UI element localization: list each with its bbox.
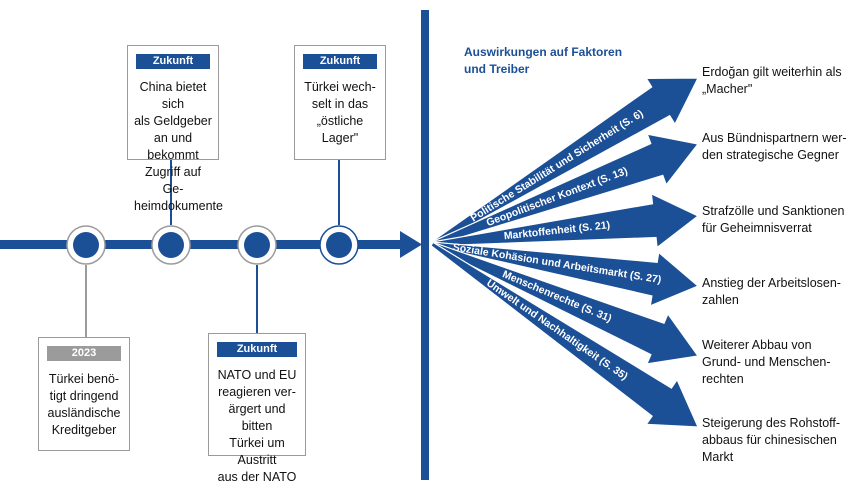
card-text: China bietet sich als Geldgeber an und b… <box>134 80 223 213</box>
outcome-4: Anstieg der Arbeitslosen- zahlen <box>702 276 841 307</box>
effects-title: Auswirkungen auf Faktoren und Treiber <box>464 45 623 76</box>
timeline-node-nato <box>237 225 277 265</box>
card-tag: Zukunft <box>136 52 210 69</box>
card-tag: Zukunft <box>217 340 297 357</box>
timeline-node-2023 <box>66 225 106 265</box>
factor-arrow-4 <box>431 241 700 307</box>
outcome-5: Weiterer Abbau von Grund- und Menschen- … <box>702 338 831 386</box>
card-text: Türkei wech- selt in das „östliche Lager… <box>304 80 376 145</box>
factor-arrow-6 <box>430 241 699 428</box>
card-nato: Zukunft NATO und EU reagieren ver- ärger… <box>208 333 306 484</box>
factor-arrows: Politische Stabilität und Sicherheit (S.… <box>430 77 700 428</box>
factor-arrow-5 <box>430 241 700 365</box>
card-lager: Zukunft Türkei wech- selt in das „östlic… <box>294 45 386 160</box>
card-tag: 2023 <box>47 344 121 361</box>
divider-line <box>421 10 429 480</box>
outcome-2: Aus Bündnispartnern wer- den strategisch… <box>702 131 847 162</box>
factor-arrow-3 <box>431 192 700 249</box>
timeline-node-china <box>151 225 191 265</box>
outcome-1: Erdoğan gilt weiterhin als „Macher" <box>702 65 842 96</box>
outcome-6: Steigerung des Rohstoff- abbaus für chin… <box>702 416 841 464</box>
card-tag: Zukunft <box>303 52 377 69</box>
card-2023: 2023 Türkei benö- tigt dringend ausländi… <box>38 337 130 451</box>
timeline-node-lager <box>319 225 359 265</box>
factor-arrow-1 <box>430 77 699 247</box>
card-text: Türkei benö- tigt dringend ausländische … <box>47 372 121 437</box>
card-text: NATO und EU reagieren ver- ärgert und bi… <box>217 368 297 484</box>
factor-arrow-2 <box>430 133 700 247</box>
timeline-bar <box>0 240 402 249</box>
timeline-arrowhead <box>400 231 422 258</box>
outcome-3: Strafzölle und Sanktionen für Geheimnisv… <box>702 204 845 235</box>
card-china: Zukunft China bietet sich als Geldgeber … <box>127 45 223 213</box>
